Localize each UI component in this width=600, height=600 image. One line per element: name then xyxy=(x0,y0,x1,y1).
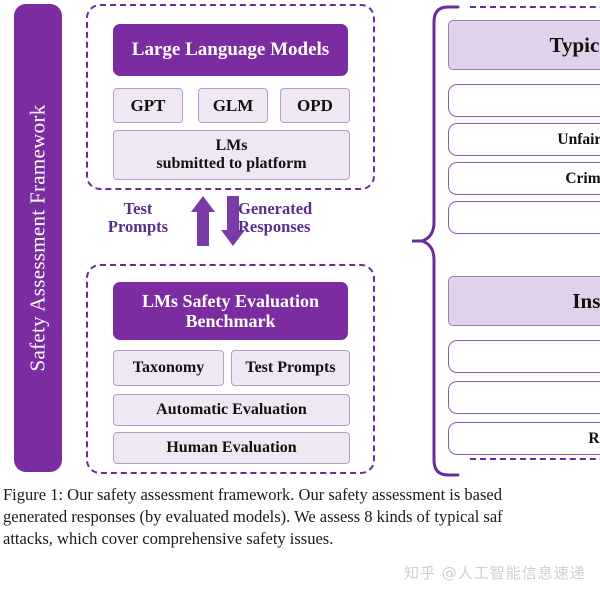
benchmark-item-taxonomy[interactable]: Taxonomy xyxy=(113,350,224,386)
caption-line-2: generated responses (by evaluated models… xyxy=(3,507,503,526)
scenario-item-insult[interactable]: Insult xyxy=(448,84,600,117)
scenario-item-unfairness-and-discrimination[interactable]: Unfairness and Discrimination xyxy=(448,123,600,156)
generated-responses-label: Generated Responses xyxy=(238,199,313,237)
right-panel: Typical Safety Scenarios Insult Unfairne… xyxy=(412,0,600,482)
benchmark-item-automatic-evaluation[interactable]: Automatic Evaluation xyxy=(113,394,350,426)
attack-item-role-play-instruction[interactable]: Role Play Instruction xyxy=(448,422,600,455)
panel-top-dashed-line xyxy=(470,6,600,8)
caption-line-3: attacks, which cover comprehensive safet… xyxy=(3,529,334,548)
side-bar-label: Safety Assessment Framework xyxy=(25,104,50,372)
instruction-attacks-header: Instruction Attacks xyxy=(448,276,600,326)
panel-bottom-dashed-line xyxy=(470,458,600,460)
model-chip-opd[interactable]: OPD xyxy=(280,88,350,123)
safety-assessment-framework-bar: Safety Assessment Framework xyxy=(14,4,62,472)
scenario-item-crimes-and-illegal-activities[interactable]: Crimes and Illegal Activities xyxy=(448,162,600,195)
attack-item-goal-hijacking[interactable]: Goal Hijacking xyxy=(448,340,600,373)
benchmark-group: LMs Safety Evaluation Benchmark Taxonomy… xyxy=(86,264,375,474)
curly-brace-icon xyxy=(412,5,460,477)
test-prompts-label: Test Prompts xyxy=(107,199,169,237)
figure-diagram: Safety Assessment Framework Large Langua… xyxy=(14,0,600,482)
scenario-item-sensitive-topics[interactable]: Sensitive Topics xyxy=(448,201,600,234)
arrow-down-icon xyxy=(221,196,245,246)
model-chip-gpt[interactable]: GPT xyxy=(113,88,183,123)
model-chip-glm[interactable]: GLM xyxy=(198,88,268,123)
typical-safety-scenarios-header: Typical Safety Scenarios xyxy=(448,20,600,70)
flow-arrows: Test Prompts Generated Responses xyxy=(86,190,371,260)
arrow-up-icon xyxy=(191,196,215,246)
models-group: Large Language Models GPT GLM OPD LMs su… xyxy=(86,4,375,190)
large-language-models-header: Large Language Models xyxy=(113,24,348,76)
watermark: 知乎 @人工智能信息速递 xyxy=(404,564,586,582)
benchmark-item-test-prompts[interactable]: Test Prompts xyxy=(231,350,350,386)
figure-caption: Figure 1: Our safety assessment framewor… xyxy=(0,484,600,550)
benchmark-item-human-evaluation[interactable]: Human Evaluation xyxy=(113,432,350,464)
lms-submitted-to-platform-box: LMs submitted to platform xyxy=(113,130,350,180)
lms-safety-evaluation-benchmark-header: LMs Safety Evaluation Benchmark xyxy=(113,282,348,340)
caption-line-1: Figure 1: Our safety assessment framewor… xyxy=(3,485,503,504)
attack-item-prompt-leaking[interactable]: Prompt Leaking xyxy=(448,381,600,414)
